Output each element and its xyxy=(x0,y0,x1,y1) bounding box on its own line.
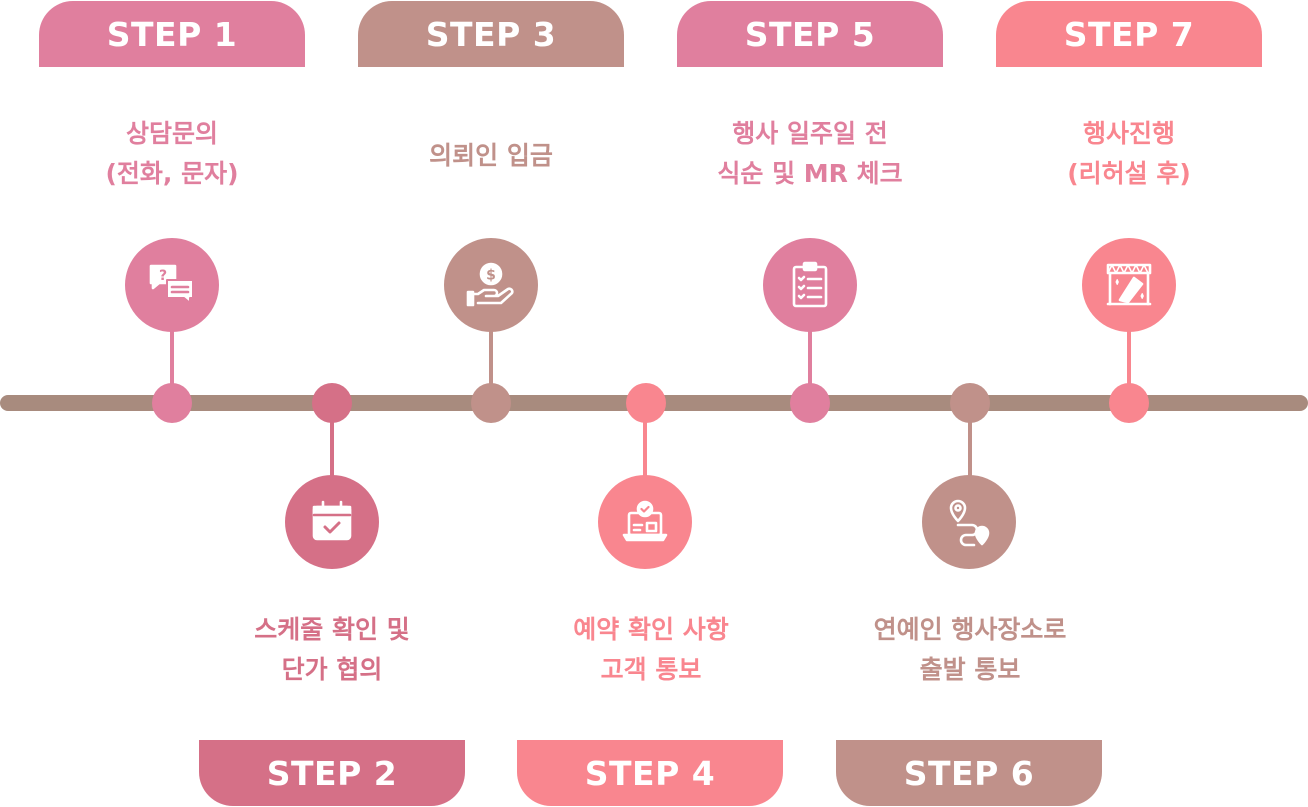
step-7-line-1: 행사진행 xyxy=(1082,119,1175,148)
calendar-check-icon xyxy=(312,500,352,541)
step-4-stem xyxy=(643,418,647,482)
step-5-dot xyxy=(790,383,830,423)
step-3-icon-circle: $ xyxy=(444,238,538,332)
step-7-dot xyxy=(1109,383,1149,423)
step-4-tab: STEP 4 xyxy=(517,740,783,806)
step-4-line-1: 예약 확인 사항 xyxy=(573,615,729,644)
step-7-icon-circle xyxy=(1082,238,1176,332)
step-2-icon-circle xyxy=(285,475,379,569)
chat-question-icon: ? xyxy=(149,264,194,304)
svg-text:$: $ xyxy=(486,268,496,284)
step-5-tab: STEP 5 xyxy=(677,1,943,67)
step-2-line-1: 스케줄 확인 및 xyxy=(254,615,410,644)
step-3-description: 의뢰인 입금 xyxy=(341,136,641,176)
step-6-stem xyxy=(968,418,972,482)
step-4-line-2: 고객 통보 xyxy=(600,655,702,684)
step-6-line-1: 연예인 행사장소로 xyxy=(873,615,1067,644)
step-1-line-2: (전화, 문자) xyxy=(105,159,239,188)
step-6-description: 연예인 행사장소로 출발 통보 xyxy=(820,610,1120,690)
hand-coin-icon: $ xyxy=(466,262,514,307)
step-4-description: 예약 확인 사항 고객 통보 xyxy=(501,610,801,690)
step-3-dot xyxy=(471,383,511,423)
step-1-line-1: 상담문의 xyxy=(125,119,218,148)
svg-text:?: ? xyxy=(159,268,167,284)
step-2-stem xyxy=(330,418,334,482)
route-pin-icon xyxy=(949,499,990,547)
step-3-tab: STEP 3 xyxy=(358,1,624,67)
clipboard-checklist-icon xyxy=(792,261,828,308)
step-6-line-2: 출발 통보 xyxy=(919,655,1021,684)
step-7-tab: STEP 7 xyxy=(996,1,1262,67)
step-7-line-2: (리허설 후) xyxy=(1067,159,1191,188)
step-3-stem xyxy=(489,318,493,390)
step-6-icon-circle xyxy=(922,475,1016,569)
stage-truss-icon xyxy=(1106,263,1152,306)
step-1-icon-circle: ? xyxy=(125,238,219,332)
step-6-dot xyxy=(950,383,990,423)
step-1-description: 상담문의 (전화, 문자) xyxy=(22,114,322,194)
step-1-tab: STEP 1 xyxy=(39,1,305,67)
step-5-stem xyxy=(808,318,812,390)
step-1-stem xyxy=(170,318,174,390)
step-2-tab: STEP 2 xyxy=(199,740,465,806)
step-2-description: 스케줄 확인 및 단가 협의 xyxy=(182,610,482,690)
step-1-dot xyxy=(152,383,192,423)
step-7-description: 행사진행 (리허설 후) xyxy=(979,114,1279,194)
step-5-line-1: 행사 일주일 전 xyxy=(732,119,888,148)
step-4-dot xyxy=(626,383,666,423)
step-6-tab: STEP 6 xyxy=(836,740,1102,806)
step-7-stem xyxy=(1127,318,1131,390)
step-2-dot xyxy=(312,383,352,423)
step-5-line-2: 식순 및 MR 체크 xyxy=(717,159,903,188)
laptop-check-icon xyxy=(622,500,668,542)
step-4-icon-circle xyxy=(598,475,692,569)
step-5-description: 행사 일주일 전 식순 및 MR 체크 xyxy=(660,114,960,194)
step-5-icon-circle xyxy=(763,238,857,332)
step-3-line-1: 의뢰인 입금 xyxy=(429,141,553,170)
step-2-line-2: 단가 협의 xyxy=(281,655,383,684)
